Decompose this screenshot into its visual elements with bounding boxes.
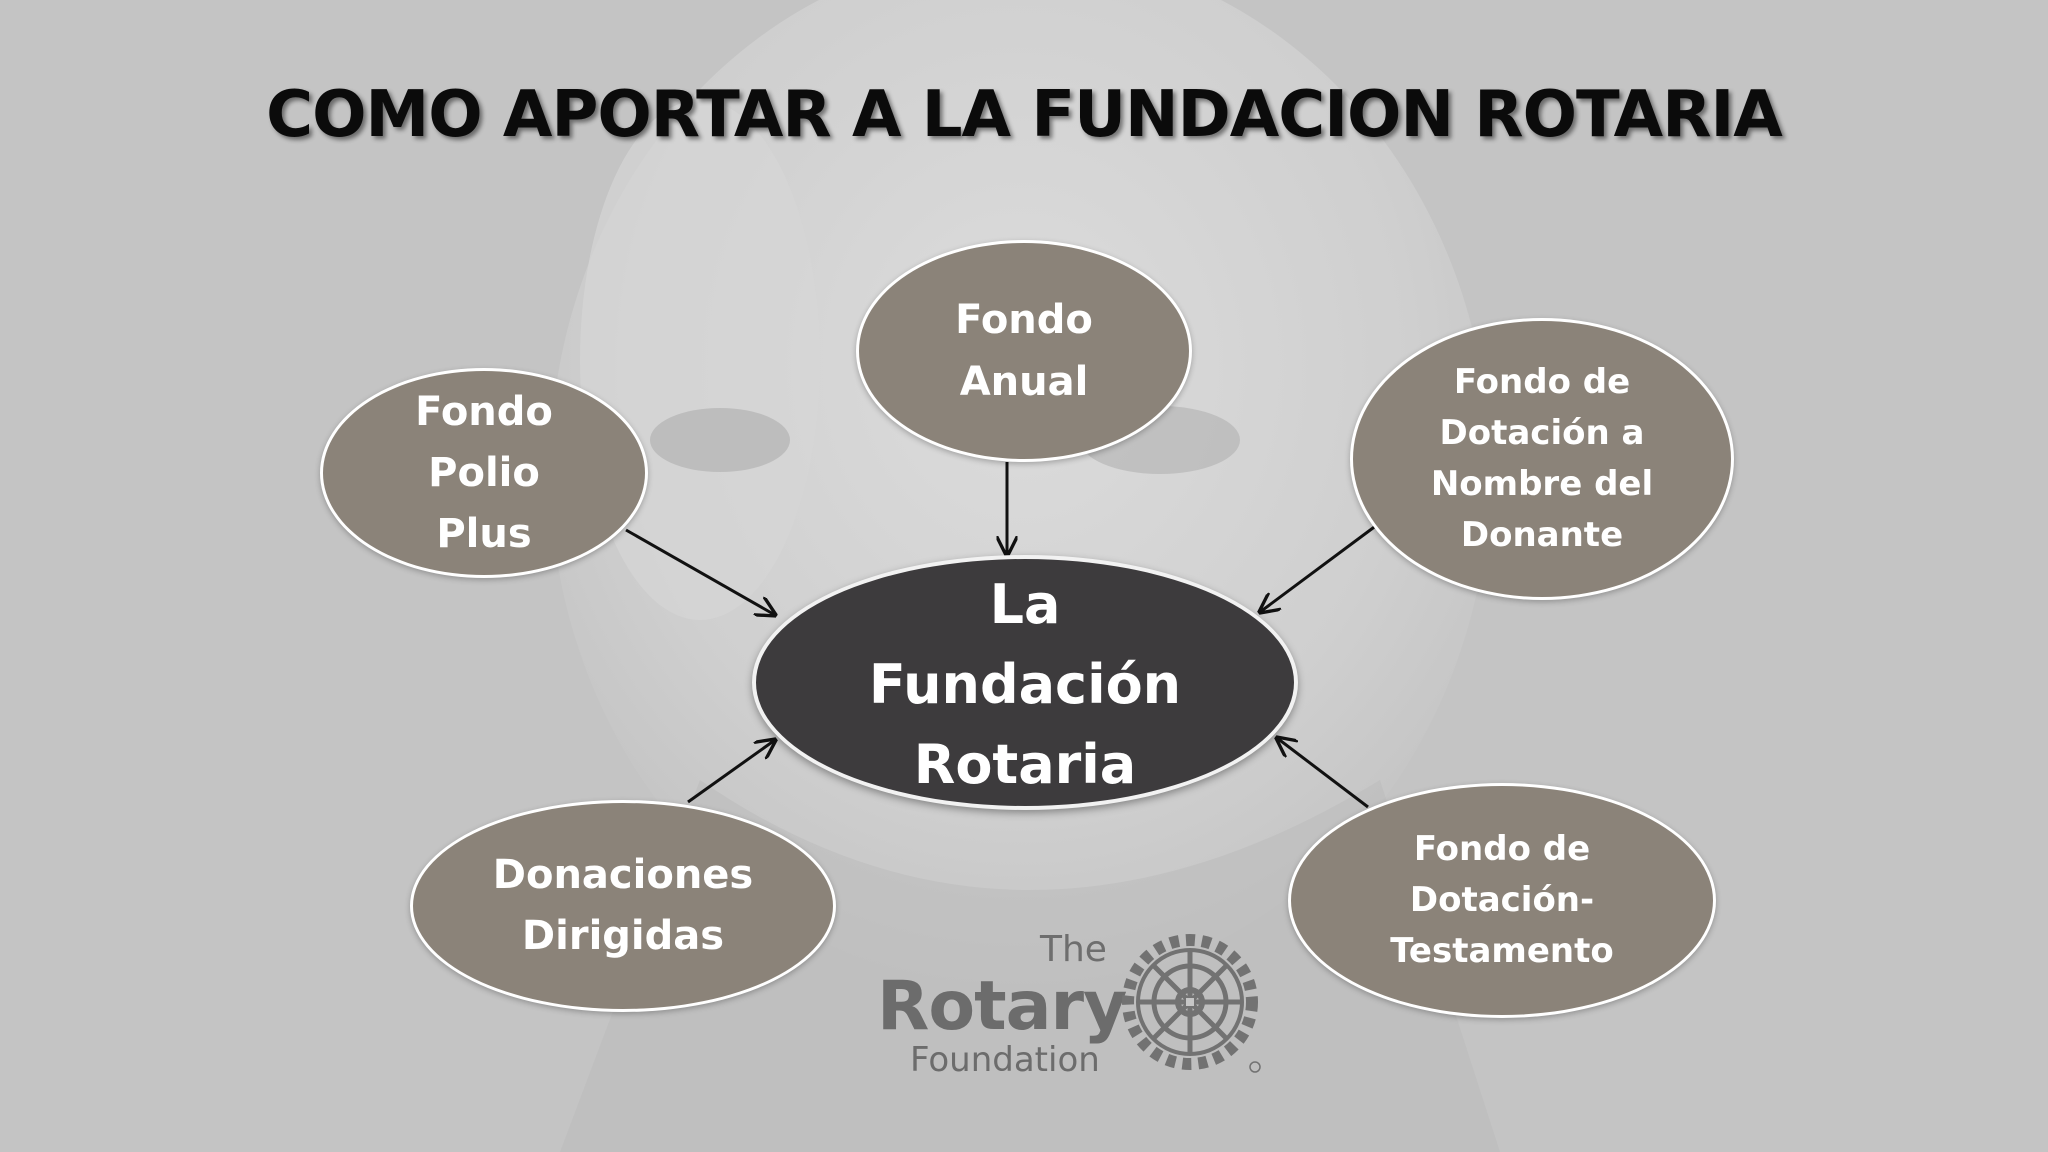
node-line: Dotación a	[1439, 413, 1645, 453]
node-line: Testamento	[1390, 931, 1614, 971]
node-fondo-dotacion-testamento: Fondo de Dotación- Testamento	[1288, 783, 1716, 1018]
node-fondo-polio-plus: Fondo Polio Plus	[320, 368, 648, 578]
rotary-wheel-icon	[1122, 934, 1261, 1073]
node-line: Nombre del	[1430, 464, 1654, 504]
slide-title: COMO APORTAR A LA FUNDACION ROTARIA	[266, 78, 1783, 152]
node-donaciones-dirigidas: Donaciones Dirigidas	[410, 800, 836, 1012]
center-line: La	[989, 572, 1061, 636]
rotary-foundation-logo: The Rotary Foundation	[875, 925, 1275, 1080]
node-line: Fondo de	[1453, 362, 1631, 402]
node-line: Plus	[436, 510, 532, 557]
logo-the-text: The	[1040, 929, 1107, 970]
node-line: Fondo	[415, 388, 553, 435]
node-line: Donante	[1460, 515, 1624, 555]
node-la-fundacion-rotaria: La Fundación Rotaria	[752, 555, 1298, 810]
center-line: Rotaria	[913, 732, 1137, 796]
center-line: Fundación	[868, 652, 1182, 716]
node-line: Donaciones	[492, 852, 754, 898]
node-fondo-anual: Fondo Anual	[856, 240, 1192, 462]
node-line: Polio	[428, 449, 540, 496]
node-line: Dirigidas	[521, 913, 725, 959]
logo-rotary-text: Rotary	[877, 967, 1127, 1046]
node-line: Fondo	[955, 297, 1093, 343]
node-line: Anual	[959, 359, 1089, 405]
logo-foundation-text: Foundation	[910, 1040, 1100, 1080]
node-line: Fondo de	[1413, 829, 1591, 869]
node-line: Dotación-	[1409, 880, 1595, 920]
node-fondo-dotacion-nombre-donante: Fondo de Dotación a Nombre del Donante	[1350, 318, 1734, 600]
